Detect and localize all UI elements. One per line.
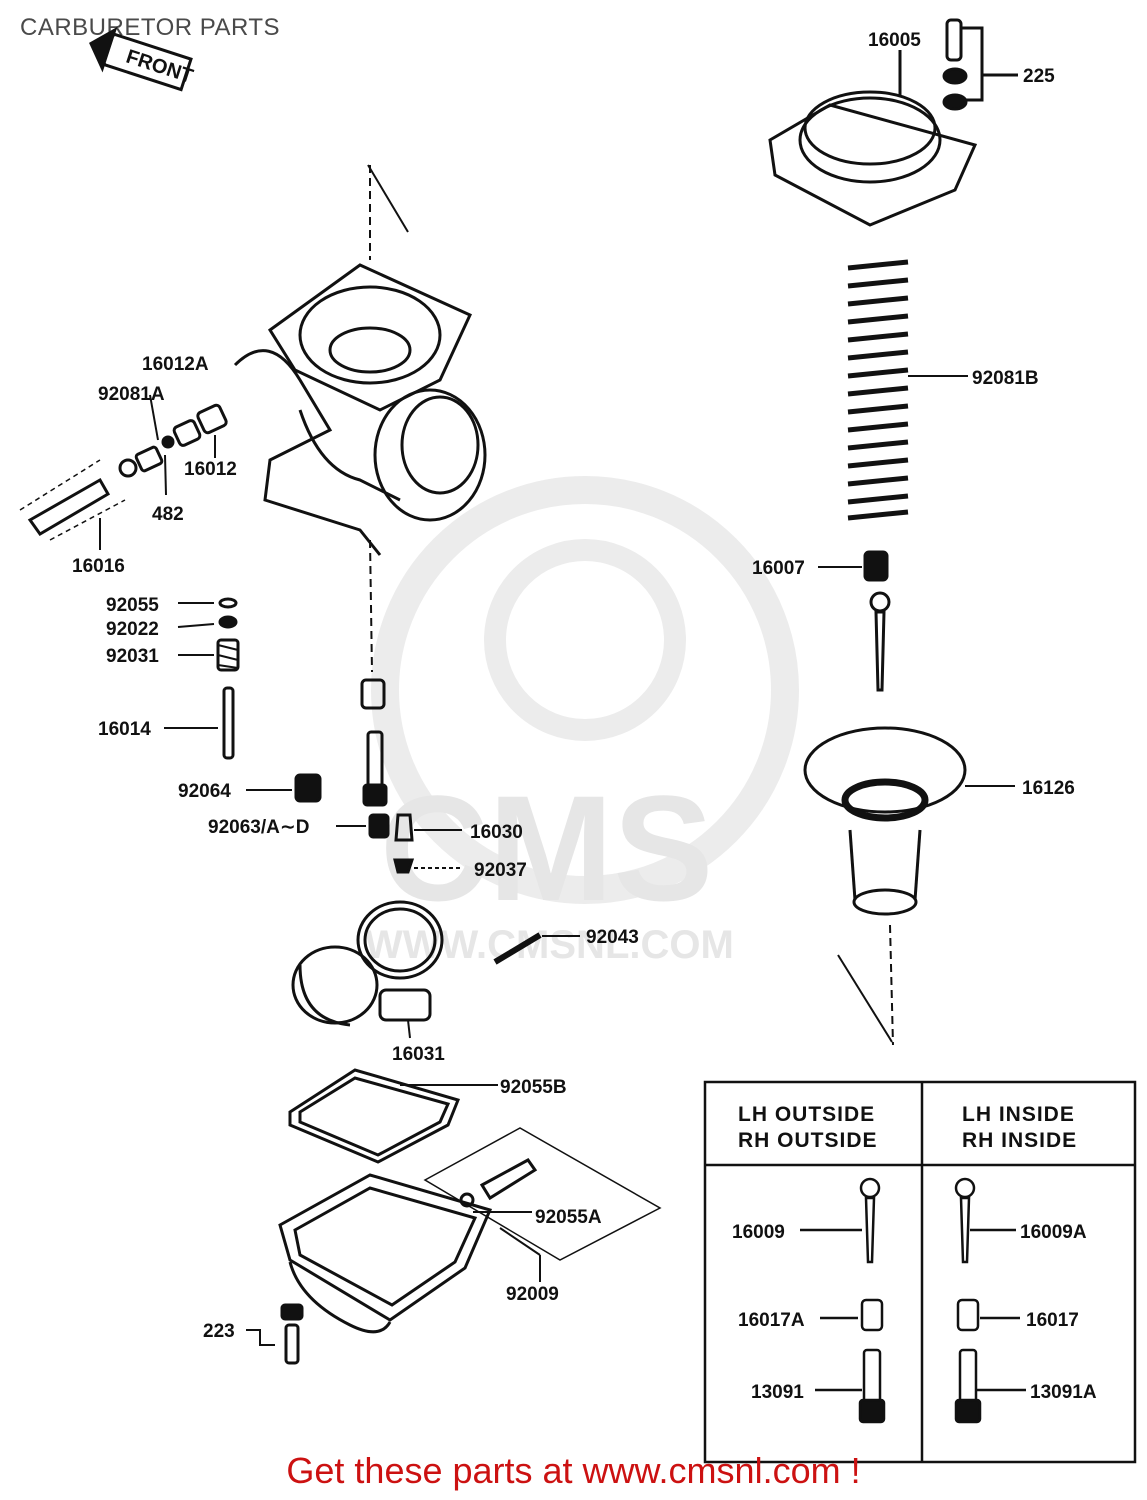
label-16005: 16005 <box>868 30 921 51</box>
front-arrow: FRONT <box>89 26 196 92</box>
label-92055A: 92055A <box>535 1207 602 1228</box>
label-92064: 92064 <box>178 781 231 802</box>
table-row2-right: 16017 <box>1026 1310 1079 1331</box>
table-col2-header-line2: RH INSIDE <box>962 1129 1077 1152</box>
table-col1-header-line1: LH OUTSIDE <box>738 1103 875 1126</box>
watermark-brand: CMS <box>380 764 713 932</box>
vacuum-piston <box>803 726 1015 1046</box>
label-16126: 16126 <box>1022 778 1075 799</box>
watermark: CMS WWW.CMSNL.COM <box>365 476 799 967</box>
label-92081A: 92081A <box>98 384 165 405</box>
label-92081B: 92081B <box>972 368 1039 389</box>
label-16012: 16012 <box>184 459 237 480</box>
main-jet-assembly <box>246 678 462 874</box>
label-16014: 16014 <box>98 719 151 740</box>
table-row1-left: 16009 <box>732 1222 785 1243</box>
vacuum-spring <box>847 259 968 521</box>
label-482: 482 <box>152 504 184 525</box>
float-bowl-gasket <box>288 1068 498 1164</box>
table-row1-right: 16009A <box>1020 1222 1087 1243</box>
label-92043: 92043 <box>586 927 639 948</box>
label-92055: 92055 <box>106 595 159 616</box>
label-225: 225 <box>1023 66 1055 87</box>
float-assembly <box>291 900 580 1039</box>
label-223: 223 <box>203 1321 235 1342</box>
page-title: CARBURETOR PARTS <box>20 14 281 41</box>
label-16031: 16031 <box>392 1044 445 1065</box>
carburetor-body <box>233 164 487 673</box>
table-col2-header-line1: LH INSIDE <box>962 1103 1075 1126</box>
options-table <box>703 1080 1137 1464</box>
label-16012A: 16012A <box>142 354 209 375</box>
float-bowl <box>246 1127 662 1365</box>
pilot-air-screw <box>19 394 228 550</box>
label-92055B: 92055B <box>500 1077 567 1098</box>
label-92063: 92063/A∼D <box>208 817 309 838</box>
table-row3-right: 13091A <box>1030 1382 1097 1403</box>
jet-needle <box>818 550 891 692</box>
starter-plunger-stack <box>164 597 240 760</box>
label-92031: 92031 <box>106 646 159 667</box>
label-92037: 92037 <box>474 860 527 881</box>
watermark-url: WWW.CMSNL.COM <box>365 923 734 967</box>
carb-top-cover <box>768 18 1018 227</box>
label-16007: 16007 <box>752 558 805 579</box>
table-row2-left: 16017A <box>738 1310 805 1331</box>
label-16030: 16030 <box>470 822 523 843</box>
label-16016: 16016 <box>72 556 125 577</box>
watermark-mascot-face <box>484 539 686 741</box>
table-col1-header-line2: RH OUTSIDE <box>738 1129 878 1152</box>
label-92009: 92009 <box>506 1284 559 1305</box>
label-92022: 92022 <box>106 619 159 640</box>
table-row3-left: 13091 <box>751 1382 804 1403</box>
footer-shop-link[interactable]: Get these parts at www.cmsnl.com ! <box>286 1450 861 1491</box>
